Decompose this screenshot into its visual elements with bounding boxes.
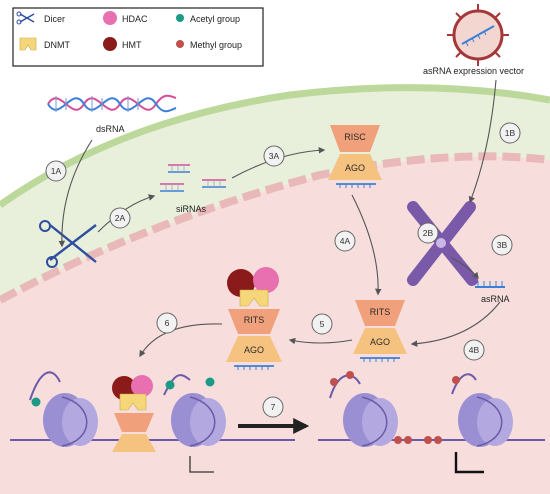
methyl-group — [330, 378, 338, 386]
asrna-label: asRNA — [481, 294, 510, 304]
legend-label-hdac: HDAC — [122, 14, 148, 24]
step-5: 5 — [320, 319, 325, 329]
rits-left-label: RITS — [244, 315, 265, 325]
vector-label: asRNA expression vector — [423, 66, 524, 76]
methyl-group — [452, 376, 460, 384]
nucleosome-left-1 — [43, 393, 98, 447]
ago-mid-label: AGO — [370, 337, 390, 347]
nucleosome-right-1 — [343, 393, 398, 447]
nucleosome-right-2 — [458, 393, 513, 447]
hdac-legend-icon — [103, 11, 117, 25]
step-4a: 4A — [340, 236, 351, 246]
scissors-icon — [16, 11, 35, 25]
step-3b: 3B — [497, 240, 508, 250]
legend-label-dicer: Dicer — [44, 14, 65, 24]
step-1b: 1B — [505, 128, 516, 138]
virus-vector-icon — [447, 4, 509, 66]
legend-label-methyl: Methyl group — [190, 40, 242, 50]
step-1a: 1A — [51, 166, 62, 176]
ago-left-label: AGO — [244, 345, 264, 355]
acetyl-legend-icon — [176, 14, 184, 22]
step-6: 6 — [165, 318, 170, 328]
strong-repression-symbol — [454, 452, 484, 474]
cell-membrane — [0, 84, 550, 208]
acetyl-group — [205, 377, 215, 387]
step-markers: 1A 2A 3A 4A 1B 2B 3B 4B 5 6 7 — [45, 122, 521, 418]
legend: Dicer HDAC Acetyl group DNMT HMT Methyl … — [12, 7, 264, 67]
risc-ago-complex — [328, 125, 382, 188]
rits-mid-label: RITS — [370, 307, 391, 317]
rits-ago-complex-left — [226, 267, 282, 370]
methyl-group — [404, 436, 412, 444]
chromosome-icon — [407, 201, 478, 286]
acetyl-group — [165, 380, 175, 390]
methyl-group — [394, 436, 402, 444]
step-2b: 2B — [423, 228, 434, 238]
rits-ago-complex-right — [353, 300, 407, 362]
dicer-scissors-icon — [39, 220, 97, 268]
dsrna-helix — [47, 94, 177, 113]
sirna-fragments — [160, 164, 226, 192]
dsrna-label: dsRNA — [96, 124, 125, 134]
methyl-group — [434, 436, 442, 444]
chromatin-right — [318, 371, 545, 474]
ago-top-label: AGO — [345, 163, 365, 173]
sirnas-label: siRNAs — [176, 204, 207, 214]
chromatin-left — [10, 371, 295, 473]
methyl-group — [424, 436, 432, 444]
legend-label-acetyl: Acetyl group — [190, 14, 240, 24]
step-3a: 3A — [269, 151, 280, 161]
methyl-legend-icon — [176, 40, 184, 48]
step-2a: 2A — [115, 213, 126, 223]
legend-label-dnmt: DNMT — [44, 40, 70, 50]
legend-label-hmt: HMT — [122, 40, 142, 50]
risc-label: RISC — [344, 132, 366, 142]
nucleosome-left-2 — [171, 393, 226, 447]
dnmt-legend-icon — [19, 37, 37, 51]
asrna-strand — [475, 281, 505, 288]
methyl-group — [346, 371, 354, 379]
step-4b: 4B — [469, 345, 480, 355]
acetyl-group — [31, 397, 41, 407]
step-7: 7 — [271, 402, 276, 412]
repressed-transcription-symbol — [189, 456, 214, 473]
hmt-legend-icon — [103, 37, 117, 51]
